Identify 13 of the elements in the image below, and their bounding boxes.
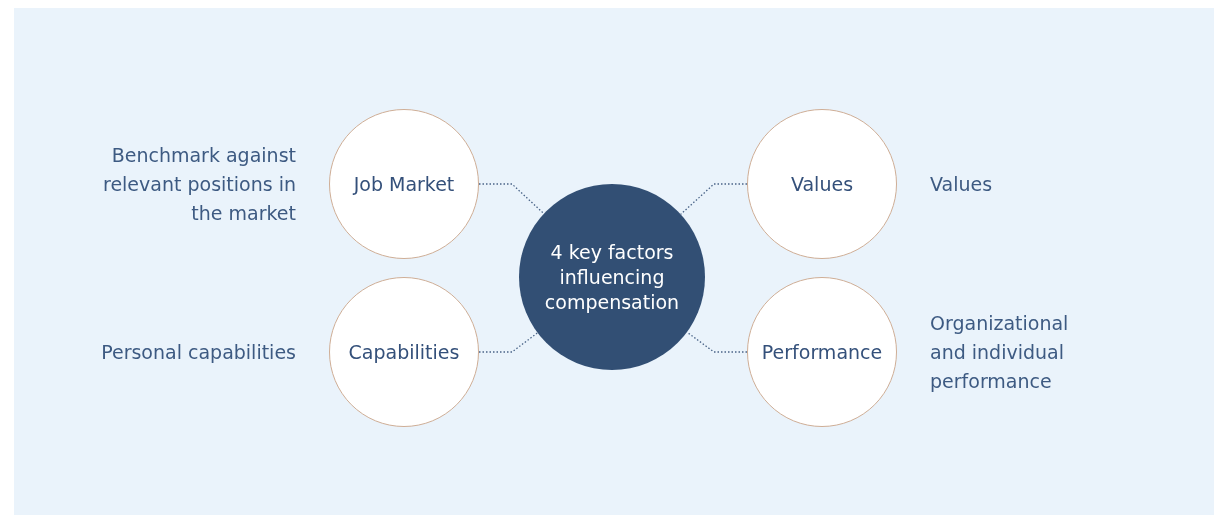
dotted-connector bbox=[478, 332, 539, 353]
description-text: Benchmark against relevant positions in the market bbox=[102, 142, 296, 226]
factor-label: Capabilities bbox=[348, 341, 460, 363]
description-text: Organizational and individual performance bbox=[930, 310, 1070, 394]
factor-label: Values bbox=[790, 173, 854, 195]
central-label: 4 key factors influencing compensation bbox=[543, 239, 681, 315]
description-text: Personal capabilities bbox=[100, 339, 296, 365]
dotted-connector bbox=[686, 331, 748, 353]
dotted-connector bbox=[478, 183, 545, 215]
factor-label: Performance bbox=[761, 341, 883, 363]
description-text: Values bbox=[930, 171, 994, 197]
dotted-connector bbox=[680, 183, 748, 215]
factor-label: Job Market bbox=[353, 173, 455, 195]
